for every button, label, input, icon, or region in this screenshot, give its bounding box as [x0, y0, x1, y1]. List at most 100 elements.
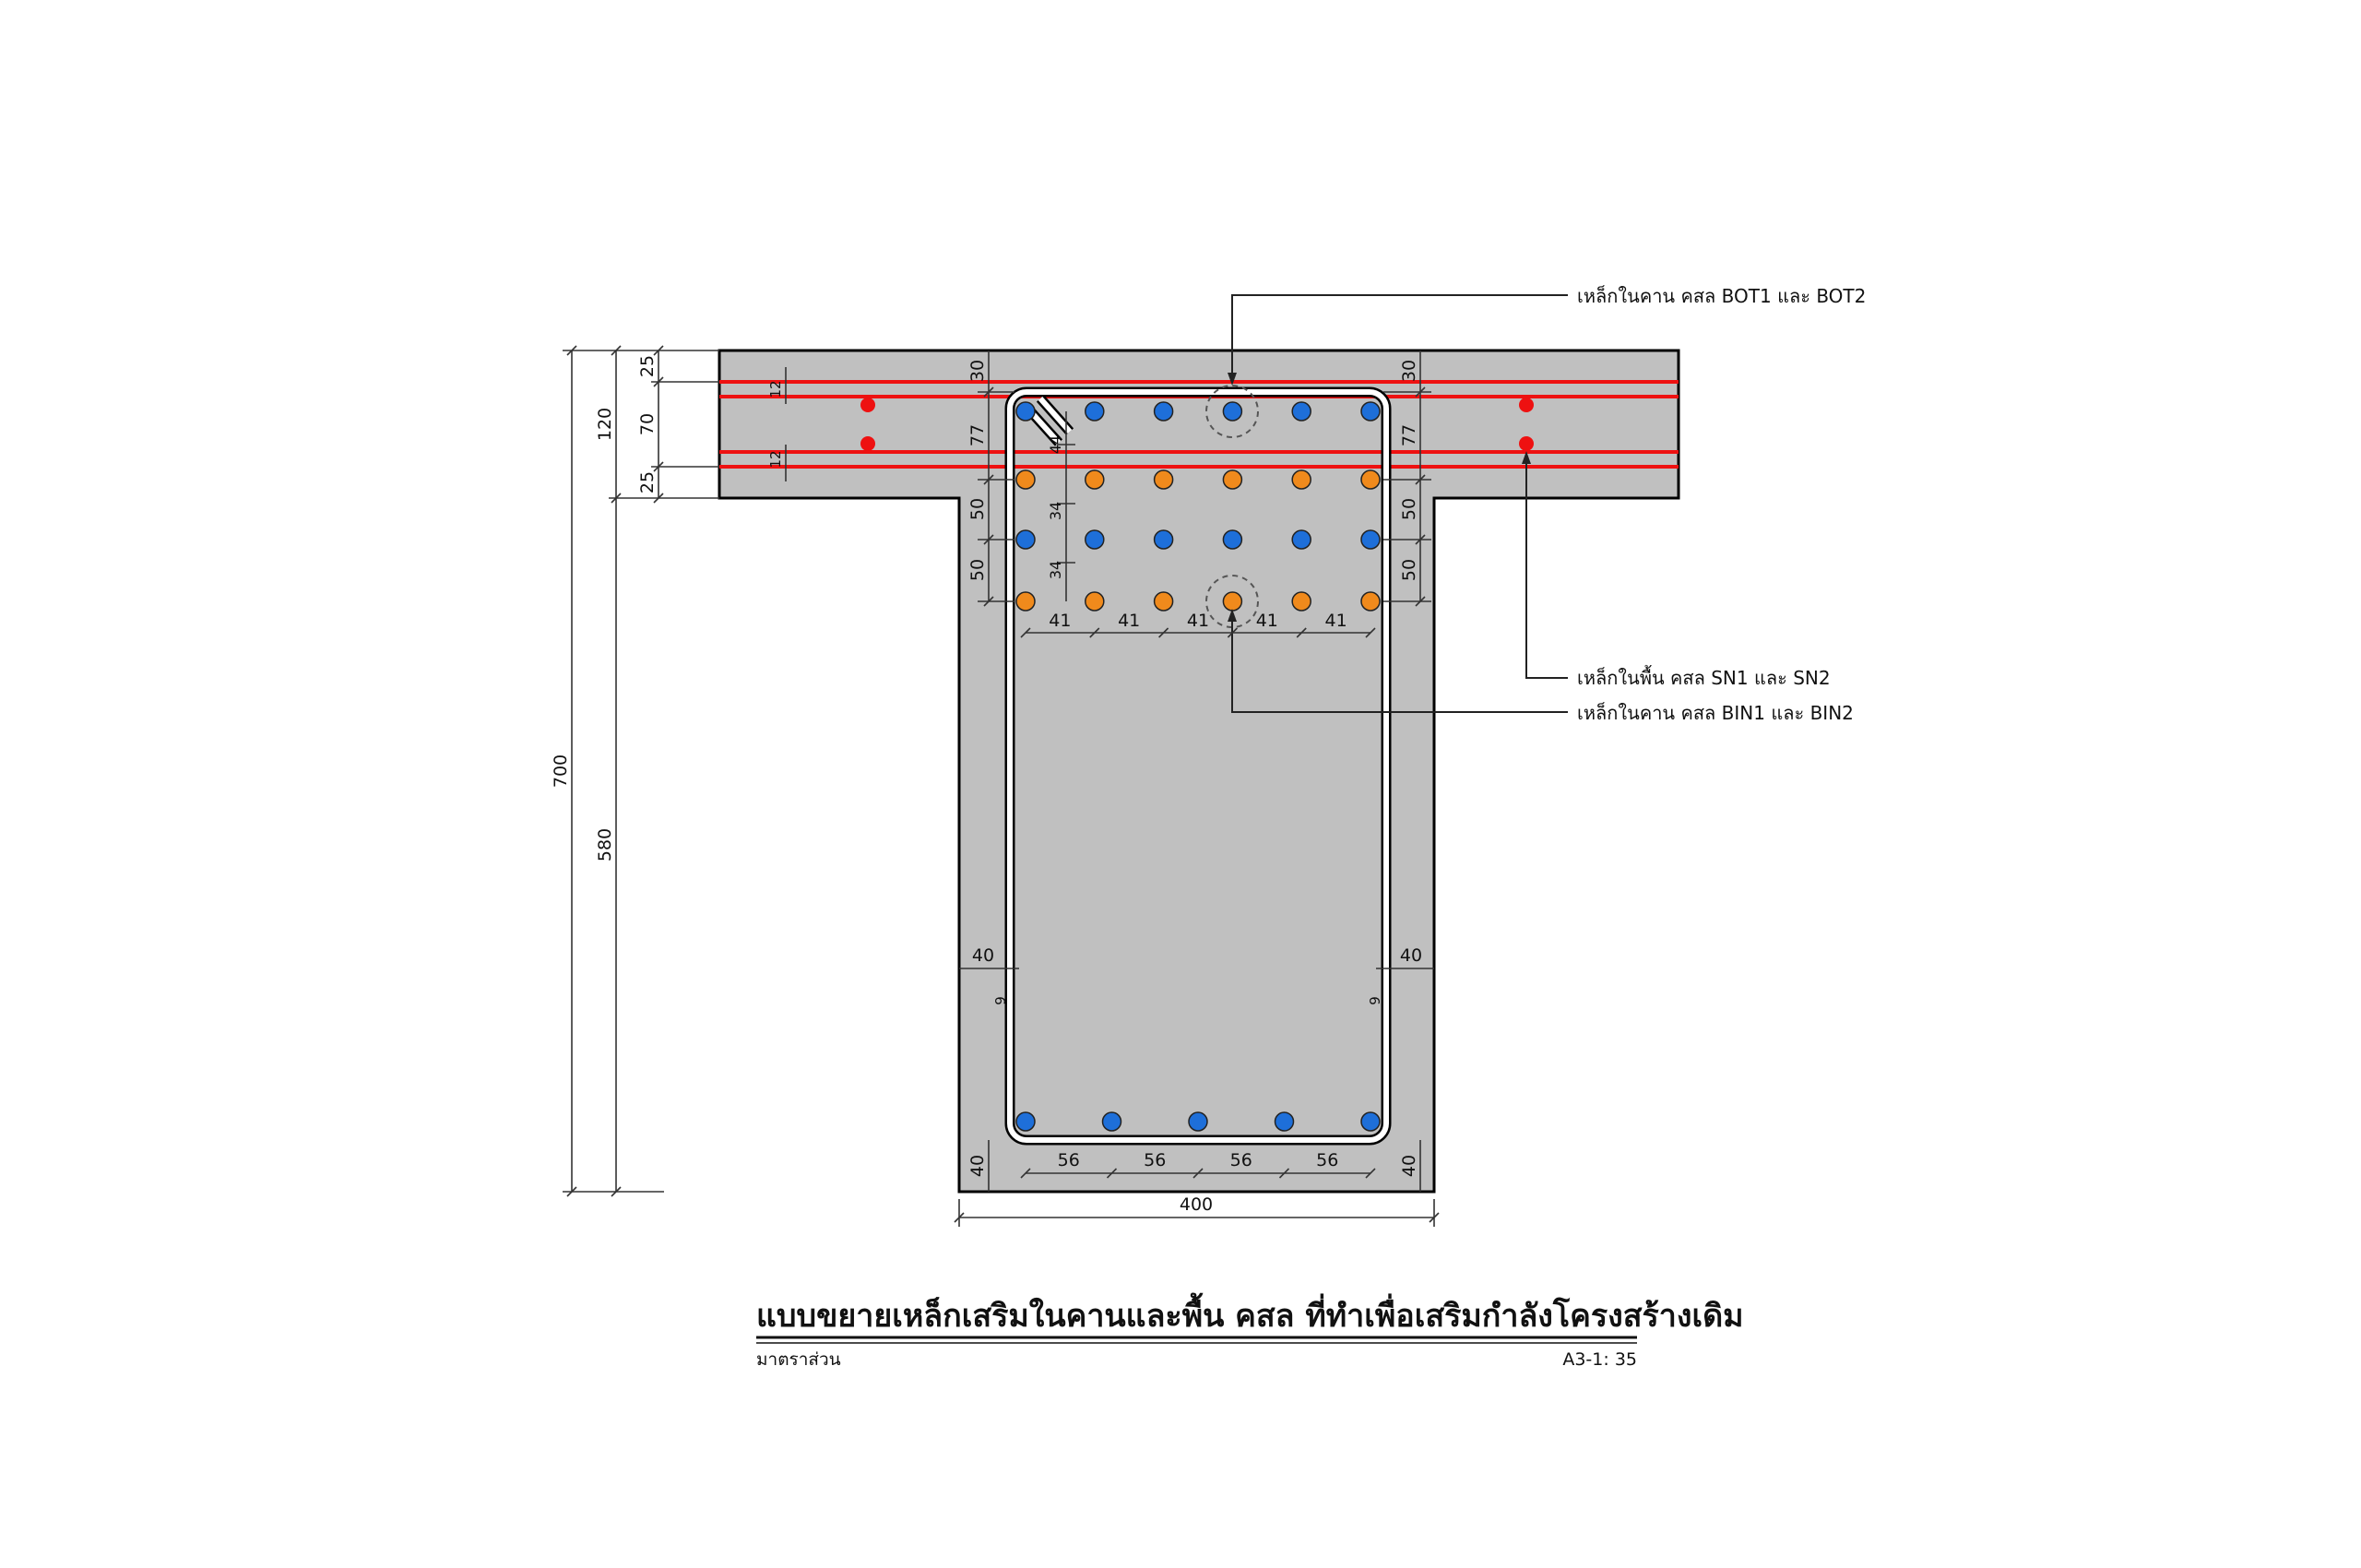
t-beam-section	[718, 349, 1680, 1194]
dimension-tick	[1365, 1168, 1376, 1179]
dim-layer-gap-2-left: 50	[967, 559, 988, 581]
dimension-tick	[1415, 474, 1426, 485]
top-bar-spacing-label: 41	[1256, 611, 1278, 631]
callout-leaders	[1231, 294, 1568, 713]
dimension-ticks	[566, 345, 1440, 1223]
bottom-layer-bar	[1015, 1111, 1036, 1132]
dimension-tick	[1020, 627, 1031, 638]
bottom-layer-bar	[1360, 1111, 1381, 1132]
highlight-circle	[1205, 385, 1259, 438]
top-layer-bar	[1085, 401, 1105, 422]
top-layer-bar	[1360, 401, 1381, 422]
dimension-tick	[1296, 627, 1307, 638]
dim-bottom-cover-right: 40	[1399, 1155, 1419, 1177]
top-layer-bar	[1222, 401, 1243, 422]
dim-slab-thickness: 120	[595, 408, 615, 441]
dimension-tick	[983, 474, 994, 485]
dimension-tick	[653, 376, 664, 387]
second-layer-bar	[1153, 469, 1174, 490]
dimension-tick	[1020, 1168, 1031, 1179]
dimension-tick	[1278, 1168, 1290, 1179]
dim-side-cover-right: 40	[1400, 945, 1422, 966]
callout-beam-top: เหล็กในคาน คสล BOT1 และ BOT2	[1577, 284, 1866, 307]
dim-slab-bottom-cover: 25	[637, 471, 658, 493]
third-layer-bar	[1222, 529, 1243, 550]
top-bar-spacing-label: 41	[1325, 611, 1347, 631]
fourth-layer-bar	[1015, 591, 1036, 612]
dimension-tick	[611, 493, 622, 504]
dimension-tick	[1106, 1168, 1118, 1179]
dim-inner-gap-b: 34	[1047, 502, 1064, 520]
dim-side-cover-left: 40	[972, 945, 994, 966]
bottom-layer-bar	[1188, 1111, 1208, 1132]
dimension-tick	[611, 1186, 622, 1197]
dimension-tick	[983, 386, 994, 398]
slab-bar-dot	[860, 398, 875, 412]
dim-layer-gap-2-right: 50	[1399, 559, 1419, 581]
dimension-tick	[954, 1212, 965, 1223]
callout-beam-inner: เหล็กในคาน คสล BIN1 และ BIN2	[1577, 701, 1854, 724]
scale-label: มาตราส่วน	[756, 1349, 841, 1370]
dim-web-height: 580	[595, 828, 615, 861]
dimension-tick	[1415, 386, 1426, 398]
second-layer-bar	[1085, 469, 1105, 490]
callout-slab: เหล็กในพื้น คสล SN1 และ SN2	[1577, 665, 1831, 689]
top-layer-bar	[1015, 401, 1036, 422]
drawing-title: แบบขยายเหล็กเสริมในคานและพื้น คสล ที่ทำเ…	[756, 1292, 1744, 1335]
bottom-bar-spacing-label: 56	[1144, 1150, 1166, 1170]
dimension-tick	[566, 1186, 577, 1197]
third-layer-bar	[1153, 529, 1174, 550]
highlight-circle	[1205, 575, 1259, 628]
slab-bar-dot	[1519, 398, 1534, 412]
dim-layer-offset-right: 77	[1399, 424, 1419, 446]
fourth-layer-bar	[1360, 591, 1381, 612]
dim-total-height: 700	[551, 754, 571, 788]
dim-stirrup-left: 9	[992, 996, 1009, 1005]
third-layer-bar	[1085, 529, 1105, 550]
bottom-bar-spacing-label: 56	[1058, 1150, 1080, 1170]
stirrup	[1004, 386, 1392, 1146]
dimension-tick	[653, 461, 664, 472]
dimension-tick	[1429, 1212, 1440, 1223]
dimension-tick	[1365, 627, 1376, 638]
dimension-tick	[653, 345, 664, 356]
dim-layer-gap-1-left: 50	[967, 498, 988, 520]
bottom-layer-bar	[1274, 1111, 1295, 1132]
dim-slab-bar-dia-top: 12	[767, 380, 784, 398]
top-bar-spacing-label: 41	[1049, 611, 1071, 631]
dimension-tick	[1415, 534, 1426, 545]
slab-bar-dot	[860, 436, 875, 451]
second-layer-bar	[1015, 469, 1036, 490]
dimension-tick	[566, 345, 577, 356]
dim-stirrup-right: 9	[1367, 996, 1383, 1005]
bottom-layer-bar	[1101, 1111, 1122, 1132]
second-layer-bar	[1291, 469, 1311, 490]
fourth-layer-bar	[1291, 591, 1311, 612]
top-layer-bar	[1153, 401, 1174, 422]
slab-bar-dot	[1519, 436, 1534, 451]
dim-slab-bar-spacing: 70	[637, 413, 658, 435]
dimension-tick	[1192, 1168, 1204, 1179]
top-layer-bar	[1291, 401, 1311, 422]
dimension-tick	[653, 493, 664, 504]
second-layer-bar	[1222, 469, 1243, 490]
third-layer-bar	[1360, 529, 1381, 550]
second-layer-bar	[1360, 469, 1381, 490]
third-layer-bar	[1015, 529, 1036, 550]
fourth-layer-bar	[1153, 591, 1174, 612]
top-bar-spacing-label: 41	[1118, 611, 1140, 631]
dim-slab-top-cover: 25	[637, 355, 658, 377]
top-bar-spacing-label: 41	[1187, 611, 1209, 631]
third-layer-bar	[1291, 529, 1311, 550]
bottom-bar-spacing-label: 56	[1230, 1150, 1252, 1170]
dimension-tick	[611, 345, 622, 356]
scale-value: A3-1: 35	[1562, 1349, 1637, 1370]
beam-rebars	[1015, 401, 1381, 1132]
dim-top-cover-right: 30	[1399, 360, 1419, 382]
top-bar-spacing-labels: 41 41 41 41 41	[1049, 611, 1347, 631]
dimension-tick	[1158, 627, 1169, 638]
dimension-tick	[983, 534, 994, 545]
